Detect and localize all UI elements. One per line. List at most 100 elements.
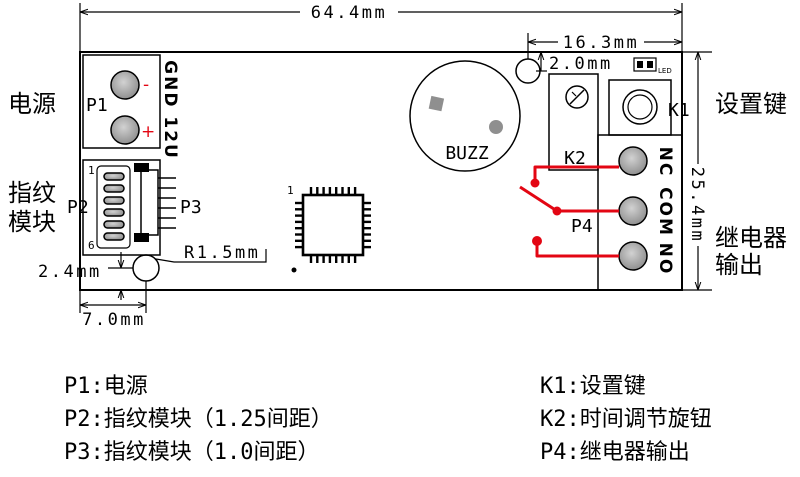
p2-pad-frame [96,165,131,249]
hole-circle [132,254,160,282]
k2-label: K2 [564,148,586,169]
side-label-setting-key: 设置键 [715,90,787,118]
p2-pad [103,172,125,181]
k1-button [622,89,658,125]
p3-anchor-bottom [134,233,149,242]
dimension-hole-radius-label: R1.5mm [184,243,260,263]
radius-leader [155,249,267,263]
legend-item: P4:继电器输出 [540,440,690,465]
relay-pad-nc [618,146,648,176]
mcu-body [301,193,365,257]
p2-pad [103,220,125,229]
mcu-pin [295,208,303,211]
p3-anchor-top [134,163,149,172]
side-label-relay-2: 输出 [715,251,763,279]
p1-pad-12v [110,115,140,145]
relay-terminal-block: NC COM NO [597,134,683,291]
mcu-pin [316,187,319,195]
mcu-pin [295,227,303,230]
p3-fingerprint-connector: P3 [134,163,202,242]
dimension-hole-left-offset: 7.0mm [79,281,147,330]
buzzer-pad-round [489,120,503,134]
p1-label: P1 [86,95,108,116]
dimension-overall-length: 64.4mm [79,3,683,52]
mcu-pin [347,187,350,195]
k2-knob-slot [571,91,577,97]
dimension-overall-length-label: 64.4mm [311,3,387,23]
p1-plus-sign: + [141,122,155,142]
contact-dot-nc [530,178,540,188]
k2-potentiometer: K2 [548,73,599,171]
mcu-pin [353,255,357,263]
p1-outline [82,54,161,149]
buzzer: BUZZ [409,60,521,172]
p1-pad-gnd [110,70,140,100]
side-label-fingerprint-2: 模块 [8,208,56,236]
legend: P1:电源 P2:指纹模块（1.25间距） P3:指纹模块（1.0间距） K1:… [64,374,712,465]
legend-item: P3:指纹模块（1.0间距） [64,440,319,465]
mcu-pin [341,187,344,195]
mcu-pin1-marker: 1 [287,184,294,197]
buzzer-label: BUZZ [445,143,489,164]
mcu-pin [335,187,338,195]
switch-arm [519,185,558,213]
buzzer-outline [409,60,521,172]
dimension-relay-offset: 16.3mm [527,33,682,59]
dimension-hole-bottom-offset: 2.4mm [38,252,133,300]
led-label: LED [658,67,672,75]
mcu-chip: 1 [287,184,371,273]
p4-label: P4 [571,216,593,237]
mcu-pin [295,214,303,217]
mcu-pin [328,187,332,195]
legend-item: P1:电源 [64,374,148,399]
mcu-pin [322,255,325,263]
mcu-pin [363,208,371,211]
legend-item: P2:指纹模块（1.25间距） [64,407,333,432]
dimension-relay-offset-label: 16.3mm [563,33,639,53]
mcu-pin [309,255,313,263]
legend-item: K2:时间调节旋钮 [540,407,712,432]
mcu-pin [295,245,303,249]
mcu-pin [295,220,303,224]
relay-label-com: COM [655,187,675,237]
k1-label: K1 [668,100,690,121]
k2-outline [548,73,599,171]
dimension-hole-top-offset-label: 2.0mm [549,54,613,74]
led: LED [633,57,672,75]
led-outline [633,57,657,72]
k2-knob [565,85,589,109]
p2-pad [103,208,125,217]
mcu-pin [309,187,313,195]
p1-silkscreen: GND 12U [160,60,180,160]
mcu-pin [335,255,338,263]
mcu-pin [322,187,325,195]
dimension-hole-top-offset: 2.0mm [536,52,613,74]
mounting-hole-top-right [515,58,541,84]
mcu-pins [295,187,371,263]
side-label-relay-1: 继电器 [715,224,787,252]
mcu-pin [363,220,371,224]
mounting-hole-bottom-left: R1.5mm [132,243,267,282]
mcu-pin [353,187,357,195]
k1-button-inner [627,94,653,120]
mcu-pin [363,227,371,230]
relay-label-no: NO [655,243,675,276]
mcu-pin [363,245,371,249]
dimension-board-height-label: 25.4mm [687,167,707,243]
mcu-pin [363,214,371,217]
relay-label-nc: NC [655,147,675,178]
p2-pad [103,196,125,205]
relay-contact-wiring: P4 [519,165,619,258]
mcu-pin [328,255,332,263]
dimension-hole-bottom-offset-label: 2.4mm [38,262,102,282]
mcu-orientation-dot [291,267,297,273]
p1-power-connector: - + P1 GND 12U [82,54,180,160]
dimension-hole-left-offset-label: 7.0mm [82,310,146,330]
mcu-pin [363,201,371,205]
p3-body [140,169,159,236]
p1-minus-sign: - [143,75,149,95]
k1-outline [608,79,672,136]
mcu-pin [347,255,350,263]
p2-pin-first: 1 [88,164,95,177]
